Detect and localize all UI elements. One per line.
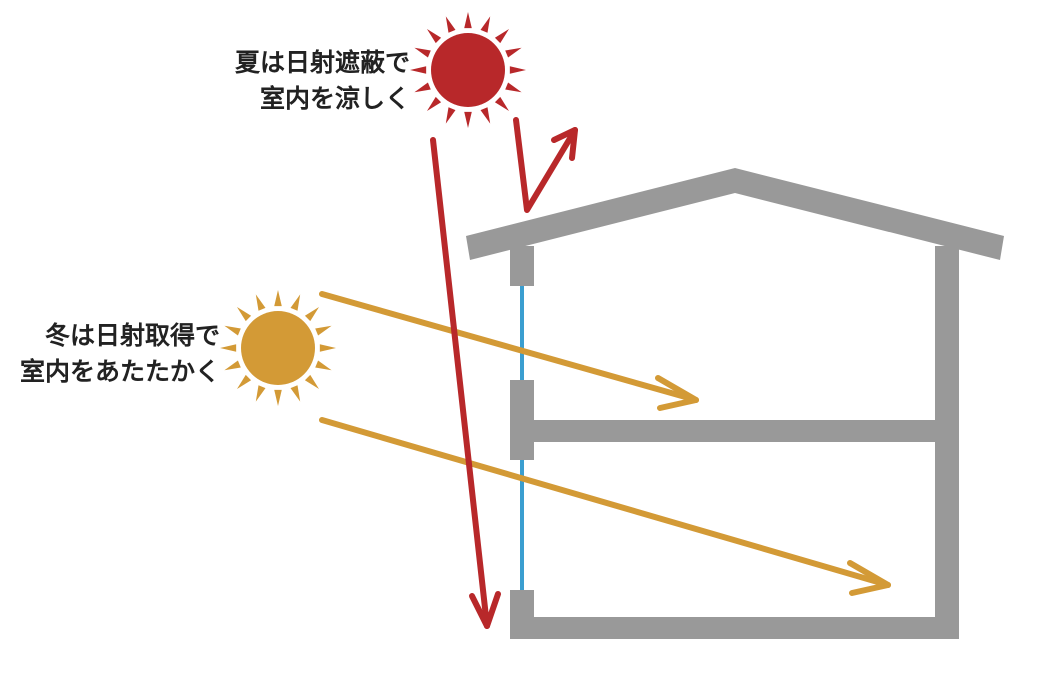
- winter-sun-ray: [274, 389, 282, 406]
- summer-sun-ray: [505, 82, 522, 93]
- left-wall-upper: [510, 246, 534, 286]
- winter-sun-ray: [224, 325, 241, 336]
- winter-sun-ray: [319, 344, 336, 352]
- summer-sun-ray: [414, 82, 431, 93]
- roof: [466, 168, 1004, 260]
- summer-sun-ray: [505, 47, 522, 58]
- winter-arrow-upper-head: [655, 375, 699, 411]
- winter-sunlight-arrows: [319, 291, 891, 596]
- summer-sunlight-arrows: [430, 117, 578, 629]
- winter-sun-ray: [304, 374, 320, 390]
- winter-sun-ray: [236, 306, 252, 322]
- second-floor-slab: [510, 420, 959, 442]
- summer-sun-ray: [426, 96, 442, 112]
- winter-arrow-upper: [319, 291, 699, 403]
- summer-caption: 夏は日射遮蔽で 室内を涼しく: [160, 45, 410, 117]
- summer-caption-line1: 夏は日射遮蔽で: [234, 48, 410, 77]
- winter-sun-icon: [220, 290, 336, 406]
- summer-sun-ray: [494, 28, 510, 44]
- summer-sun-ray: [480, 16, 491, 33]
- winter-sun-ray: [290, 294, 301, 311]
- winter-arrow-lower: [319, 417, 891, 588]
- summer-sun-ray: [426, 28, 442, 44]
- winter-sun-ray: [304, 306, 320, 322]
- winter-sun-ray: [315, 325, 332, 336]
- summer-sun-ray: [464, 12, 472, 29]
- summer-sun-ray: [445, 16, 456, 33]
- summer-sun-disc: [431, 33, 505, 107]
- summer-arrow-reflected: [513, 117, 578, 213]
- ground-floor-slab: [510, 617, 959, 639]
- summer-sun-icon: [410, 12, 526, 128]
- winter-sun-ray: [255, 294, 266, 311]
- summer-caption-line2: 室内を涼しく: [259, 84, 410, 113]
- house: [466, 168, 1004, 639]
- winter-sun-disc: [241, 311, 315, 385]
- summer-sun-ray: [480, 107, 491, 124]
- summer-sun-ray: [410, 66, 427, 74]
- winter-sun-ray: [255, 385, 266, 402]
- right-wall: [935, 246, 959, 639]
- winter-caption: 冬は日射取得で 室内をあたたかく: [0, 318, 220, 390]
- winter-sun-ray: [290, 385, 301, 402]
- winter-caption-line1: 冬は日射取得で: [44, 321, 220, 350]
- summer-arrow-reflected-head: [551, 127, 578, 161]
- winter-sun-ray: [224, 360, 241, 371]
- winter-sun-ray: [220, 344, 237, 352]
- summer-sun-ray: [494, 96, 510, 112]
- summer-arrow-long-head: [469, 591, 501, 629]
- winter-arrow-lower-head: [847, 560, 891, 596]
- summer-sun-ray: [414, 47, 431, 58]
- winter-sun-ray: [315, 360, 332, 371]
- winter-caption-line2: 室内をあたたかく: [19, 357, 220, 386]
- summer-arrow-long: [430, 137, 490, 629]
- winter-sun-ray: [274, 290, 282, 307]
- winter-sun-ray: [236, 374, 252, 390]
- summer-sun-ray: [464, 111, 472, 128]
- summer-sun-ray: [509, 66, 526, 74]
- summer-sun-ray: [445, 107, 456, 124]
